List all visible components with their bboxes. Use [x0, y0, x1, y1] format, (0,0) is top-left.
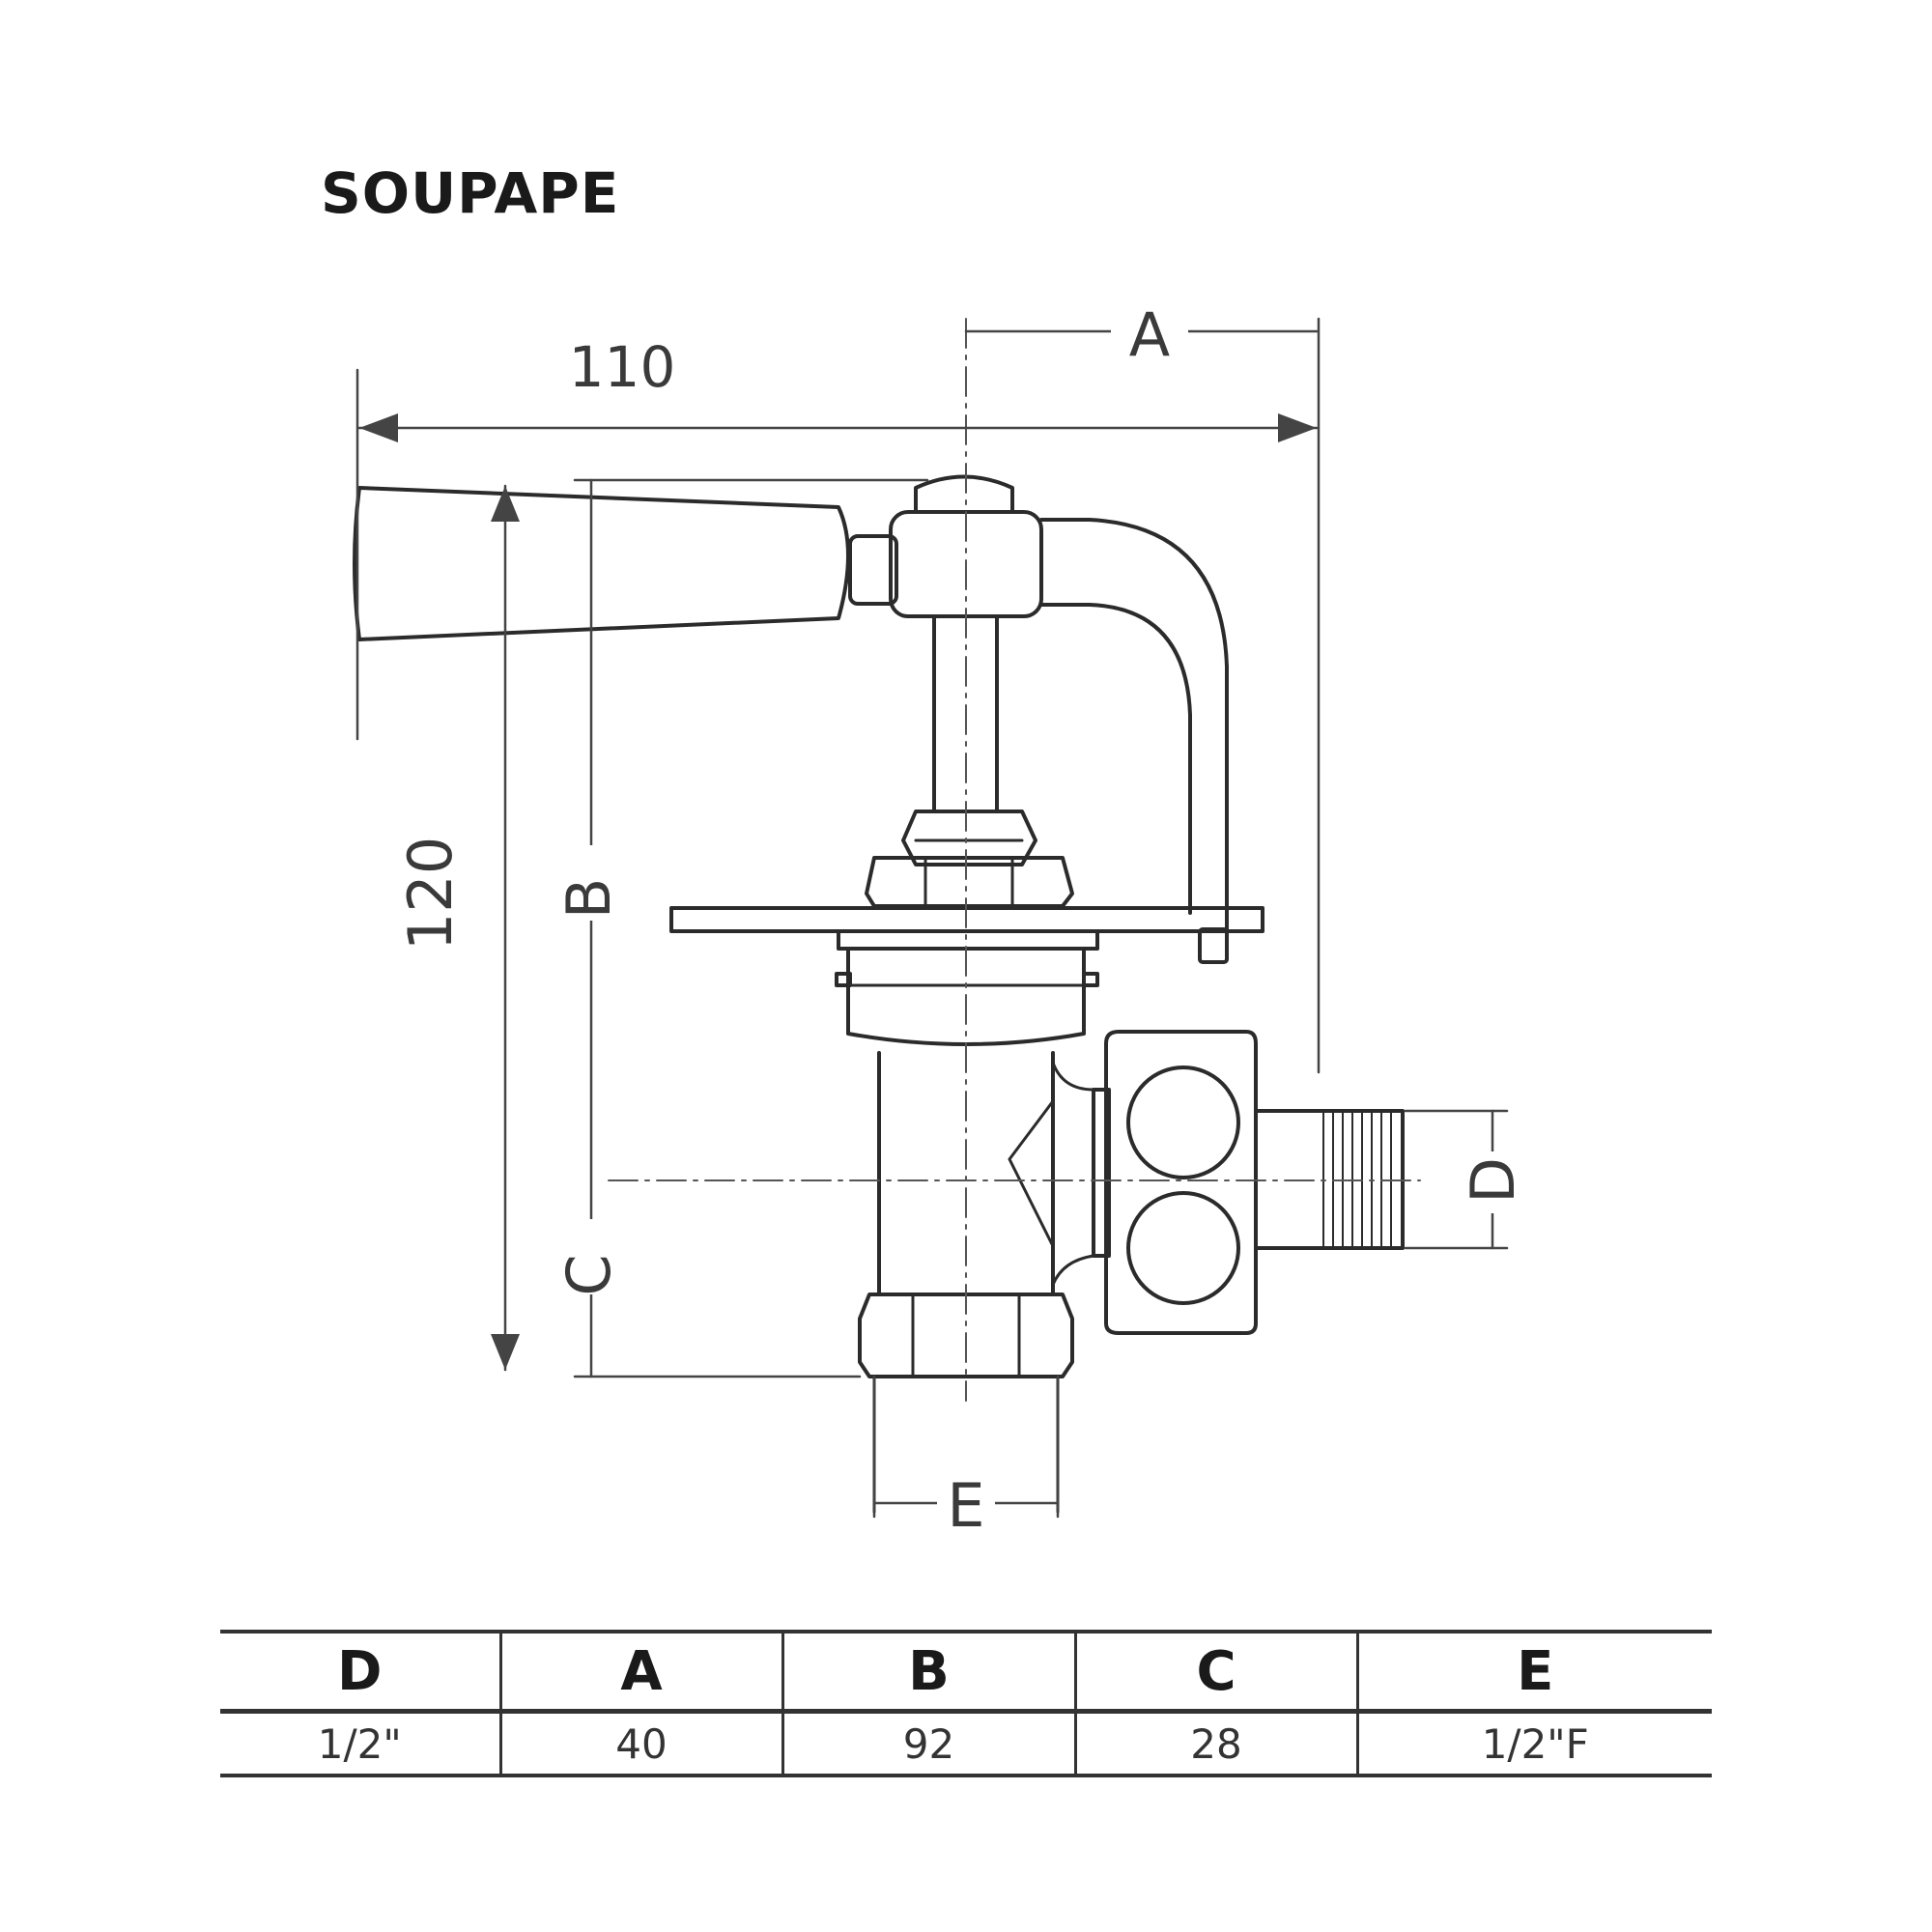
header-b: B [782, 1630, 1077, 1714]
internal-seat [1008, 1099, 1055, 1248]
bonnet [846, 947, 1086, 1046]
table-header-row: D A B C E [220, 1630, 1712, 1714]
value-a: 40 [500, 1711, 784, 1777]
dim-d-label: D [1458, 1157, 1528, 1204]
dim-a-label: A [1129, 299, 1170, 370]
value-e: 1/2"F [1357, 1711, 1712, 1777]
lever-collar [848, 534, 898, 606]
arrowhead [359, 413, 398, 442]
dim-e-label: E [947, 1470, 984, 1541]
dim-b-label: B [554, 878, 624, 920]
value-c: 28 [1075, 1711, 1359, 1777]
arrowhead [491, 1334, 520, 1370]
header-d: D [220, 1630, 502, 1714]
upper-nut [901, 810, 1037, 867]
bonnet-ring [837, 929, 1099, 951]
dim-120-label: 120 [395, 837, 466, 951]
value-b: 92 [782, 1711, 1077, 1777]
header-c: C [1075, 1630, 1359, 1714]
drawing-title: SOUPAPE [321, 160, 620, 226]
valve-body [877, 1051, 1055, 1296]
table-row: 1/2" 40 92 28 1/2"F [220, 1711, 1712, 1777]
dimension-table: D A B C E 1/2" 40 92 28 1/2"F [220, 1630, 1712, 1777]
bottom-nut [858, 1293, 1074, 1378]
rod-pin [1198, 927, 1229, 964]
lever-handle [353, 486, 850, 641]
union-nut [1104, 1030, 1258, 1335]
arrowhead [491, 486, 520, 522]
spindle-cap [914, 474, 1014, 514]
union-flange [1092, 1088, 1111, 1258]
dim-c-label: C [554, 1254, 624, 1295]
value-d: 1/2" [220, 1711, 502, 1777]
header-e: E [1357, 1630, 1712, 1714]
curved-rod [1039, 518, 1229, 939]
spindle-stem [932, 614, 999, 813]
dim-110-label: 110 [569, 334, 676, 400]
arrowhead [1278, 413, 1317, 442]
header-a: A [500, 1630, 784, 1714]
